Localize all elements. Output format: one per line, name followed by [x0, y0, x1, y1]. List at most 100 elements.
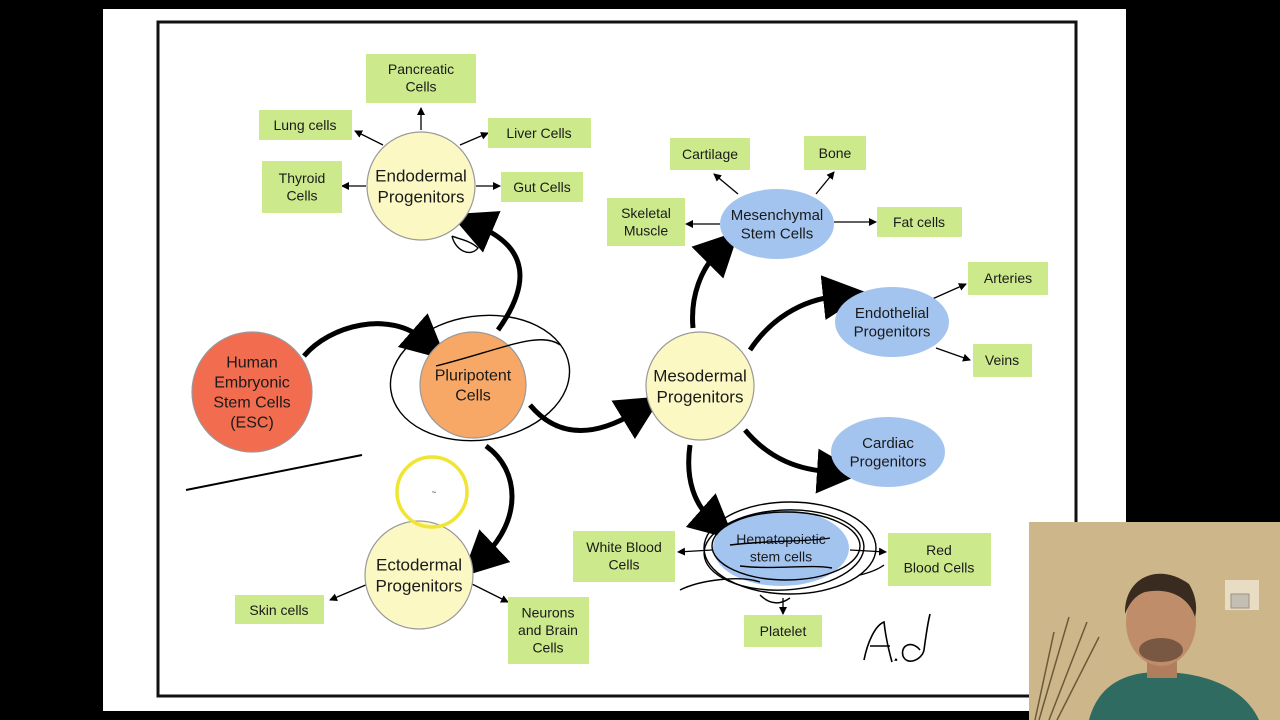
veins-box	[973, 344, 1032, 377]
webcam-feed	[1029, 522, 1280, 720]
diagram-border	[156, 20, 1078, 698]
thin-arrows	[329, 107, 971, 615]
cartilage-label: Cartilage	[682, 146, 738, 162]
label-line: Fat cells	[893, 214, 945, 230]
pluripotent-scribble-circle	[389, 314, 571, 442]
scribble-line	[185, 454, 363, 491]
label-line: Progenitors	[850, 454, 927, 471]
source-circle	[191, 331, 313, 453]
veins-label: Veins	[985, 352, 1019, 368]
lung-box	[259, 110, 352, 140]
skin-box	[235, 595, 324, 624]
label-line: Hematopoietic	[736, 531, 826, 547]
tiny-mark: ~	[432, 488, 437, 497]
label-line: Gut Cells	[513, 179, 571, 195]
label-line: Mesodermal	[653, 366, 747, 385]
label-line: Red	[926, 542, 952, 558]
endothelial-ellipse	[835, 287, 949, 357]
wall-switch-icon	[1230, 593, 1250, 609]
label-line: Progenitors	[657, 388, 744, 407]
rbc-box	[888, 533, 991, 586]
platelet-label: Platelet	[760, 623, 807, 639]
label-line: Cartilage	[682, 146, 738, 162]
label-line: Pluripotent	[435, 368, 512, 385]
liver-box	[488, 118, 591, 148]
label-line: Cells	[532, 639, 563, 655]
label-line: Stem Cells	[213, 395, 290, 412]
thyroid-box	[262, 161, 342, 213]
label-line: Progenitors	[376, 577, 463, 596]
mesodermal-circle	[645, 331, 755, 441]
arteries-box	[968, 262, 1048, 295]
pluripotent-circle	[419, 331, 527, 439]
label-line: Stem Cells	[741, 226, 814, 243]
label-line: Ectodermal	[376, 555, 462, 574]
label-line: Cells	[286, 188, 317, 204]
bone-label: Bone	[819, 145, 852, 161]
label-line: Liver Cells	[506, 125, 571, 141]
label-line: stem cells	[750, 549, 812, 565]
neurons-box	[508, 597, 589, 664]
label-line: Neurons	[522, 604, 575, 620]
label-line: Bone	[819, 145, 852, 161]
cartilage-box	[670, 138, 750, 170]
label-line: Cardiac	[862, 435, 914, 452]
label-line: Skin cells	[249, 602, 308, 618]
platelet-box	[744, 615, 822, 647]
germ-layer-shapes	[364, 131, 755, 630]
label-line: Blood Cells	[904, 560, 975, 576]
label-line: Arteries	[984, 270, 1032, 286]
handwritten-annotations: Ad	[185, 235, 931, 663]
label-line: (ESC)	[230, 415, 274, 432]
label-line: Cells	[608, 557, 639, 573]
label-line: Progenitors	[378, 188, 465, 207]
cell-type-boxes	[235, 54, 1048, 664]
label-line: Endothelial	[855, 305, 929, 322]
cardiac-ellipse	[831, 417, 945, 487]
label-line: Endodermal	[375, 166, 467, 185]
gut-box	[501, 172, 583, 202]
annotation-text: Ad	[895, 658, 897, 661]
label-line: Veins	[985, 352, 1019, 368]
pancreatic-box	[366, 54, 476, 103]
label-line: Mesenchymal	[731, 207, 824, 224]
label-line: Human	[226, 355, 278, 372]
label-line: Cells	[455, 388, 491, 405]
label-line: Muscle	[624, 223, 669, 239]
gut-label: Gut Cells	[513, 179, 571, 195]
highlight-circle	[395, 455, 469, 529]
label-line: Progenitors	[854, 324, 931, 341]
label-line: Skeletal	[621, 205, 671, 221]
label-line: Cells	[405, 79, 436, 95]
wbc-box	[573, 531, 675, 582]
label-line: and Brain	[518, 622, 578, 638]
skeletal-box	[607, 198, 685, 246]
presenter-silhouette	[1029, 522, 1280, 720]
hematopoietic-label: Hematopoietic stem cells	[736, 531, 826, 565]
thick-arrows	[302, 211, 868, 577]
mesenchymal-ellipse	[720, 189, 834, 259]
fat-box	[877, 207, 962, 237]
label-line: Embryonic	[214, 375, 290, 392]
label-line: Thyroid	[279, 170, 326, 186]
arteries-label: Arteries	[984, 270, 1032, 286]
bone-box	[804, 136, 866, 170]
liver-label: Liver Cells	[506, 125, 571, 141]
